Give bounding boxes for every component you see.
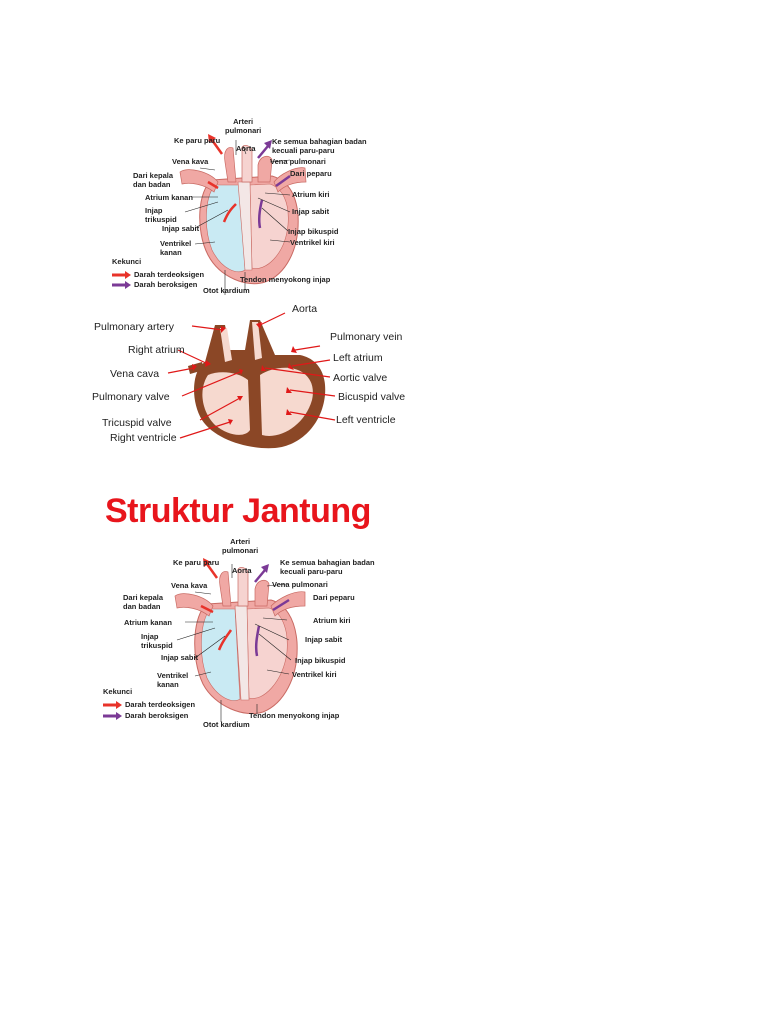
label-arteri-pulmonari: Arteri pulmonari xyxy=(225,117,262,135)
label2-injap-trikuspid: Injap trikuspid xyxy=(141,632,173,650)
label-dari-kepala: Dari kepala dan badan xyxy=(133,171,174,189)
label-ke-paru: Ke paru paru xyxy=(174,136,221,145)
label2-dari-peparu: Dari peparu xyxy=(313,593,355,602)
label-right-atrium: Right atrium xyxy=(128,344,185,356)
malay-heart-illustration-2 xyxy=(103,558,306,722)
label-left-ventricle: Left ventricle xyxy=(336,414,396,426)
label-atrium-kiri: Atrium kiri xyxy=(292,190,330,199)
label-vena-kava: Vena kava xyxy=(172,157,209,166)
english-heart-diagram: Aorta Pulmonary artery Pulmonary vein Ri… xyxy=(90,300,410,450)
label-pulmonary-valve: Pulmonary valve xyxy=(92,391,170,403)
legend-deoxy-label: Darah beroksigen xyxy=(134,280,198,289)
label-dari-peparu: Dari peparu xyxy=(290,169,332,178)
malay-heart-diagram-1: Arteri pulmonari Ke paru paru Aorta Ke s… xyxy=(100,110,400,300)
label2-tendon: Tendon menyokong injap xyxy=(249,711,340,720)
label2-injap-bikuspid: Injap bikuspid xyxy=(295,656,346,665)
label-vena-pulmonari: Vena pulmonari xyxy=(270,157,326,166)
malay-heart-illustration-1 xyxy=(112,134,307,295)
label-injap-sabit-right: Injap sabit xyxy=(292,207,330,216)
label-ventrikel-kanan: Ventrikel kanan xyxy=(160,239,192,257)
label-pulmonary-vein: Pulmonary vein xyxy=(330,331,403,343)
label-aorta: Aorta xyxy=(236,144,256,153)
label-tendon: Tendon menyokong injap xyxy=(240,275,331,284)
label2-dari-kepala: Dari kepala dan badan xyxy=(123,593,164,611)
label-bicuspid-valve: Bicuspid valve xyxy=(338,391,406,403)
label-injap-trikuspid: Injap trikuspid xyxy=(145,206,177,224)
label2-vena-kava: Vena kava xyxy=(171,581,208,590)
label2-ventrikel-kiri: Ventrikel kiri xyxy=(292,670,337,679)
label-injap-bikuspid: Injap bikuspid xyxy=(288,227,339,236)
label-vena-cava-en: Vena cava xyxy=(110,368,160,380)
label2-ke-semua: Ke semua bahagian badan kecuali paru-par… xyxy=(280,558,375,576)
label2-otot: Otot kardium xyxy=(203,720,250,729)
legend2-oxy-label: Darah terdeoksigen xyxy=(125,700,196,709)
label2-arteri-pulmonari: Arteri pulmonari xyxy=(222,537,259,555)
malay-heart-diagram-2: Arteri pulmonari Ke paru paru Aorta Ke s… xyxy=(95,532,395,732)
label-right-ventricle: Right ventricle xyxy=(110,432,177,444)
label-otot: Otot kardium xyxy=(203,286,250,295)
label2-ventrikel-kanan: Ventrikel kanan xyxy=(157,671,189,689)
label2-aorta: Aorta xyxy=(232,566,252,575)
english-heart-illustration xyxy=(167,312,336,449)
label-injap-sabit-left: Injap sabit xyxy=(162,224,200,233)
label-aorta-en: Aorta xyxy=(292,303,318,315)
label-ke-semua: Ke semua bahagian badan kecuali paru-par… xyxy=(272,137,367,155)
label2-atrium-kiri: Atrium kiri xyxy=(313,616,351,625)
legend-oxy-label: Darah terdeoksigen xyxy=(134,270,205,279)
page-title: Struktur Jantung xyxy=(105,492,371,530)
label-tricuspid-valve: Tricuspid valve xyxy=(102,417,172,429)
label-ventrikel-kiri: Ventrikel kiri xyxy=(290,238,335,247)
legend2-deoxy-label: Darah beroksigen xyxy=(125,711,189,720)
label2-kekunci: Kekunci xyxy=(103,687,133,696)
label-atrium-kanan: Atrium kanan xyxy=(145,193,193,202)
label2-injap-sabit-right: Injap sabit xyxy=(305,635,343,644)
label-pulmonary-artery: Pulmonary artery xyxy=(94,321,174,333)
label2-injap-sabit-left: Injap sabit xyxy=(161,653,199,662)
label2-vena-pulmonari: Vena pulmonari xyxy=(272,580,328,589)
label-left-atrium: Left atrium xyxy=(333,352,383,364)
label2-ke-paru: Ke paru paru xyxy=(173,558,220,567)
label-aortic-valve: Aortic valve xyxy=(333,372,388,384)
label2-atrium-kanan: Atrium kanan xyxy=(124,618,172,627)
label-kekunci: Kekunci xyxy=(112,257,142,266)
